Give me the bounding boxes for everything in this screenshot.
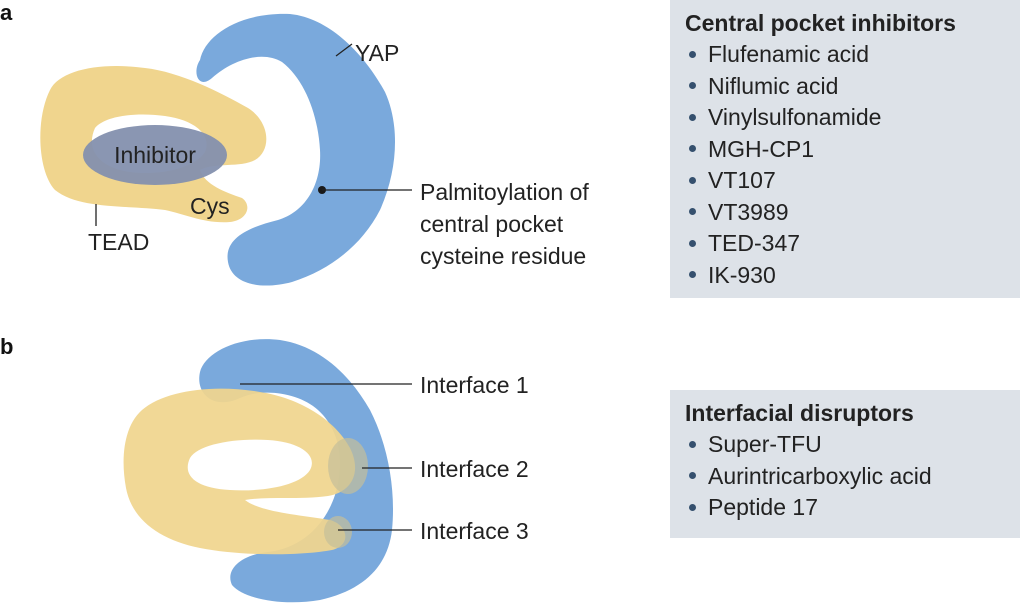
inhibitor-ellipse: [83, 125, 227, 185]
central-pocket-inhibitor-item: TED-347: [685, 228, 1020, 260]
interfacial-disruptor-item: Super-TFU: [685, 429, 1020, 461]
bullet-icon: [689, 472, 696, 480]
yap-label: YAP: [355, 40, 399, 66]
central-pocket-inhibitor-item-label: Flufenamic acid: [708, 41, 870, 67]
central-pocket-inhibitor-item: VT3989: [685, 197, 1020, 229]
interfacial-disruptor-item: Aurintricarboxylic acid: [685, 461, 1020, 493]
interface-3-overlap: [324, 516, 352, 548]
bullet-icon: [689, 271, 696, 279]
interfacial-disruptor-item-label: Peptide 17: [708, 494, 818, 520]
bullet-icon: [689, 82, 696, 90]
central-pocket-inhibitor-item-label: MGH-CP1: [708, 135, 815, 162]
central-pocket-inhibitor-item: Niflumic acid: [685, 71, 1020, 103]
interface-3-label: Interface 3: [420, 518, 529, 544]
interface-1-label: Interface 1: [420, 372, 529, 398]
panel-b-letter: b: [0, 334, 13, 359]
central-pocket-inhibitor-item-label: TED-347: [708, 230, 801, 256]
yap-leader: [335, 43, 353, 57]
tead-label: TEAD: [88, 229, 149, 255]
bullet-icon: [689, 440, 696, 448]
inhibitor-label: Inhibitor: [114, 142, 196, 168]
central-pocket-inhibitor-item-label: Niflumic acid: [708, 72, 839, 99]
bullet-icon: [689, 208, 696, 216]
interfacial-disruptor-item-label: Aurintricarboxylic acid: [708, 462, 932, 489]
panel-a-letter: a: [0, 0, 13, 25]
central-pocket-inhibitor-item-label: IK-930: [708, 261, 776, 288]
interfacial-disruptors-title: Interfacial disruptors: [685, 400, 914, 426]
central-pocket-inhibitor-item: Vinylsulfonamide: [685, 102, 1020, 134]
central-pocket-inhibitor-item: MGH-CP1: [685, 134, 1020, 166]
central-pocket-inhibitor-item-label: VT107: [708, 167, 776, 193]
cys-label: Cys: [190, 193, 230, 219]
bullet-icon: [689, 503, 696, 511]
central-pocket-inhibitor-item-label: VT3989: [708, 198, 789, 225]
palmitoylation-label-line3: cysteine residue: [420, 243, 586, 269]
interface-2-overlap: [328, 438, 368, 494]
interfacial-disruptor-item: Peptide 17: [685, 492, 1020, 524]
bullet-icon: [689, 176, 696, 184]
central-pocket-inhibitor-item: Flufenamic acid: [685, 39, 1020, 71]
bullet-icon: [689, 113, 696, 121]
central-pocket-inhibitors-box: Central pocket inhibitors Flufenamic aci…: [670, 0, 1020, 298]
bullet-icon: [689, 145, 696, 153]
central-pocket-inhibitor-item: IK-930: [685, 260, 1020, 292]
palmitoylation-label-line1: Palmitoylation of: [420, 179, 589, 205]
interfacial-disruptor-item-label: Super-TFU: [708, 431, 822, 457]
interface-2-label: Interface 2: [420, 456, 529, 482]
interfacial-disruptors-box: Interfacial disruptors Super-TFU Aurintri…: [670, 390, 1020, 538]
central-pocket-inhibitors-title: Central pocket inhibitors: [685, 10, 956, 36]
bullet-icon: [689, 239, 696, 247]
bullet-icon: [689, 50, 696, 58]
palmitoylation-label-line2: central pocket: [420, 211, 564, 237]
yap-shape-a: [196, 13, 396, 286]
tead-shape-a: [40, 66, 267, 223]
central-pocket-inhibitor-item-label: Vinylsulfonamide: [708, 104, 882, 130]
central-pocket-inhibitor-item: VT107: [685, 165, 1020, 197]
tead-shape-b: [123, 388, 356, 555]
